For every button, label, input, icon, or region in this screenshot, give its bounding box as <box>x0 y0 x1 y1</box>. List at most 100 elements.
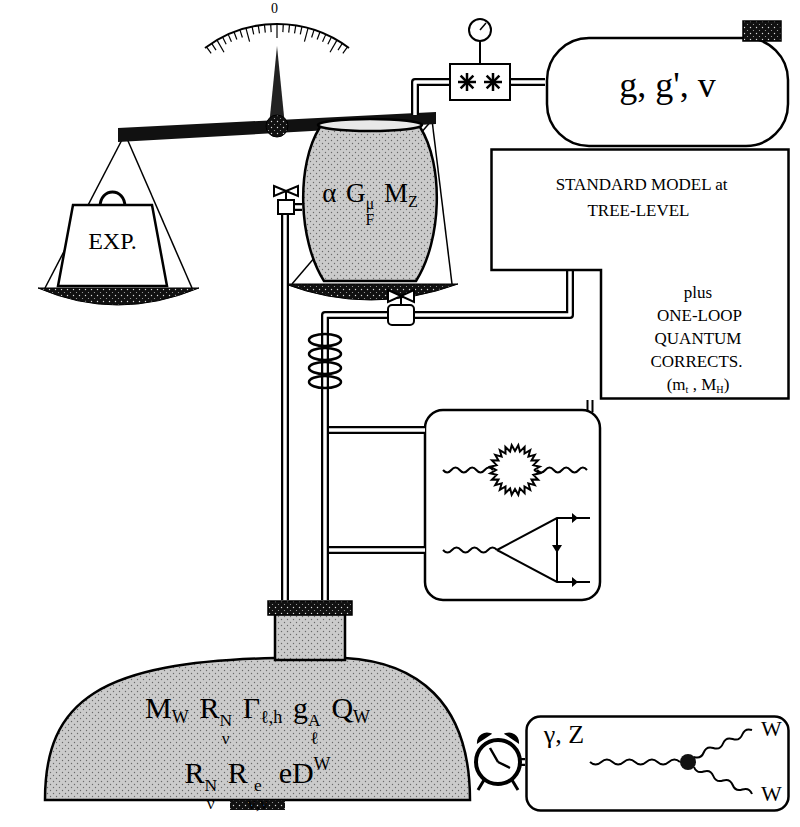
node-text: G <box>346 178 366 208</box>
coil-winding <box>309 334 341 346</box>
node-text: W <box>353 707 370 727</box>
text-term: eDW <box>279 756 331 789</box>
pipe <box>328 430 425 550</box>
node-text: N <box>204 776 217 794</box>
node-text: Q <box>331 691 353 724</box>
node-text: N <box>219 711 232 729</box>
text-term: ONE-LOOP QUANTUM CORRECTS. <box>650 306 742 371</box>
clock-hands <box>490 748 510 768</box>
dial-tick <box>206 47 211 53</box>
fermion-arrows <box>552 513 578 587</box>
photon-line <box>537 468 587 473</box>
text-group: STANDARD MODEL at TREE-LEVEL <box>545 172 735 223</box>
node-text: Z <box>408 193 418 211</box>
dial-tick <box>343 47 348 53</box>
tap-handle <box>274 186 298 200</box>
node-text: plus <box>684 283 712 302</box>
gauge-vertex-box: γ, Z W W <box>525 715 790 812</box>
dial-tick <box>304 28 308 42</box>
node-text: g <box>293 691 308 724</box>
coil-winding <box>309 376 341 388</box>
dial-tick <box>295 25 296 33</box>
dial-tick <box>270 24 272 32</box>
text-term: α <box>322 178 336 208</box>
dial-tick <box>312 30 314 38</box>
dial-tick <box>282 24 284 32</box>
left-pan <box>38 288 199 305</box>
pressure-gauge <box>469 19 491 41</box>
dial-tick <box>228 34 231 41</box>
text-term: MW <box>145 691 189 724</box>
dial-tick <box>258 25 259 33</box>
pipe <box>328 430 425 550</box>
input-pot: αGμFMZ <box>300 115 440 284</box>
photon-line <box>694 729 752 757</box>
star-stroke <box>461 76 474 89</box>
pipe-wall <box>325 270 570 600</box>
text-term: (mt , MH) <box>667 375 730 394</box>
node-text: R <box>184 756 204 789</box>
text-term: gAℓ <box>293 691 321 724</box>
node-text: H <box>716 384 723 395</box>
photon-line <box>443 468 493 473</box>
text-group: plusONE-LOOP QUANTUM CORRECTS. (mt , MH) <box>613 282 783 397</box>
dial-tick <box>300 27 302 35</box>
text-term: MZ <box>384 178 418 208</box>
index-stack: μF <box>366 196 375 229</box>
dial-tick <box>317 32 320 39</box>
node-text: Γ <box>243 691 260 724</box>
beam-pivot <box>266 115 288 137</box>
observables-flask: MWRNνΓℓ,hgAℓQWRNν̄Reν,ν̄eDW <box>40 600 475 812</box>
node-text: R <box>228 756 248 789</box>
pipe-bore <box>285 207 302 600</box>
text-term: W <box>761 716 782 741</box>
valve-box <box>450 64 510 100</box>
dial-tick <box>212 43 216 50</box>
text-line: EXP. <box>55 227 170 256</box>
node-text: A <box>308 711 321 729</box>
text-group: αGμFMZ <box>300 177 440 229</box>
dial-tick <box>246 28 250 42</box>
node-text: ℓ,h <box>260 707 282 727</box>
node-text: t <box>686 384 689 395</box>
node-text: W <box>761 716 782 741</box>
coil-winding <box>309 348 341 360</box>
node-text: W <box>761 781 782 806</box>
dial-tick <box>217 40 224 52</box>
dial-tick <box>288 25 290 33</box>
dial-tick <box>264 25 266 33</box>
right-pan <box>285 284 458 300</box>
node-text: W <box>314 754 331 774</box>
dial-tick <box>338 43 342 50</box>
index-stack: Nν̄ <box>204 776 217 813</box>
pot-tap <box>278 200 294 214</box>
node-text: STANDARD MODEL at TREE-LEVEL <box>556 175 728 220</box>
dial-tick <box>252 27 254 35</box>
dial-tick <box>276 24 277 38</box>
gauge-stem <box>479 41 481 64</box>
index-stack: eν,ν̄ <box>248 776 268 813</box>
balance-pointer <box>269 46 285 126</box>
text-line: W <box>757 716 786 742</box>
text-term: QW <box>331 691 370 724</box>
node-text: γ, Z <box>544 720 584 749</box>
pipe-valve <box>388 305 414 325</box>
text-term: g, g', v <box>619 65 716 105</box>
text-line: MWRNνΓℓ,hgAℓQW <box>75 682 440 747</box>
pipe-bore <box>325 270 570 600</box>
text-term: EXP. <box>88 228 137 254</box>
text-term: RNν <box>199 691 232 724</box>
node-text: (m <box>667 375 686 394</box>
node-text: ℓ <box>308 729 321 747</box>
text-term: GμF <box>346 178 374 208</box>
pipe-connector <box>285 207 302 600</box>
node-text: α <box>322 178 336 208</box>
star-stroke <box>487 76 500 89</box>
feynman-diagram-box <box>425 410 600 600</box>
node-text: ν̄ <box>204 794 217 812</box>
exp-weight: EXP. <box>55 185 170 288</box>
index-stack: Aℓ <box>308 711 321 748</box>
node-text: ν,ν̄ <box>248 794 268 812</box>
text-group: W <box>757 781 786 807</box>
